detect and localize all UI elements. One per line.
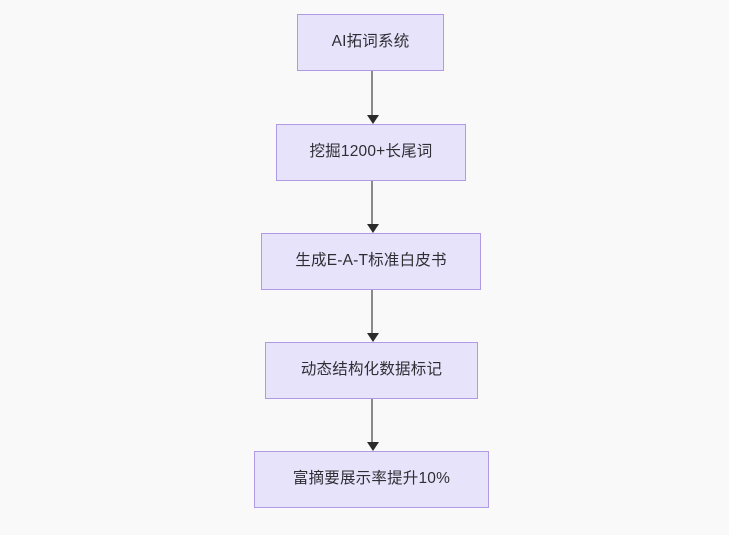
edge-node2-node3 [367,181,379,233]
flow-node-structured-data-markup[interactable]: 动态结构化数据标记 [265,342,478,399]
arrowhead-icon [367,333,379,342]
flow-node-rich-snippet-result[interactable]: 富摘要展示率提升10% [254,451,489,508]
arrowhead-icon [367,442,379,451]
edge-node1-node2 [367,71,379,124]
flow-node-label: AI拓词系统 [331,33,410,51]
arrowhead-icon [367,115,379,124]
edge-node3-node4 [367,290,379,342]
edge-line [371,71,373,116]
edge-line [371,398,373,443]
flow-node-label: 生成E-A-T标准白皮书 [295,252,447,270]
flow-node-eat-whitepaper[interactable]: 生成E-A-T标准白皮书 [261,233,481,290]
edge-line [371,181,373,225]
flow-node-label: 富摘要展示率提升10% [292,470,451,488]
edge-node4-node5 [367,398,379,451]
flow-node-longtail-keywords[interactable]: 挖掘1200+长尾词 [276,124,466,181]
flow-node-label: 动态结构化数据标记 [300,361,443,379]
edge-line [371,290,373,334]
flow-node-label: 挖掘1200+长尾词 [309,143,433,161]
arrowhead-icon [367,224,379,233]
flow-node-ai-keyword-system[interactable]: AI拓词系统 [297,14,444,71]
